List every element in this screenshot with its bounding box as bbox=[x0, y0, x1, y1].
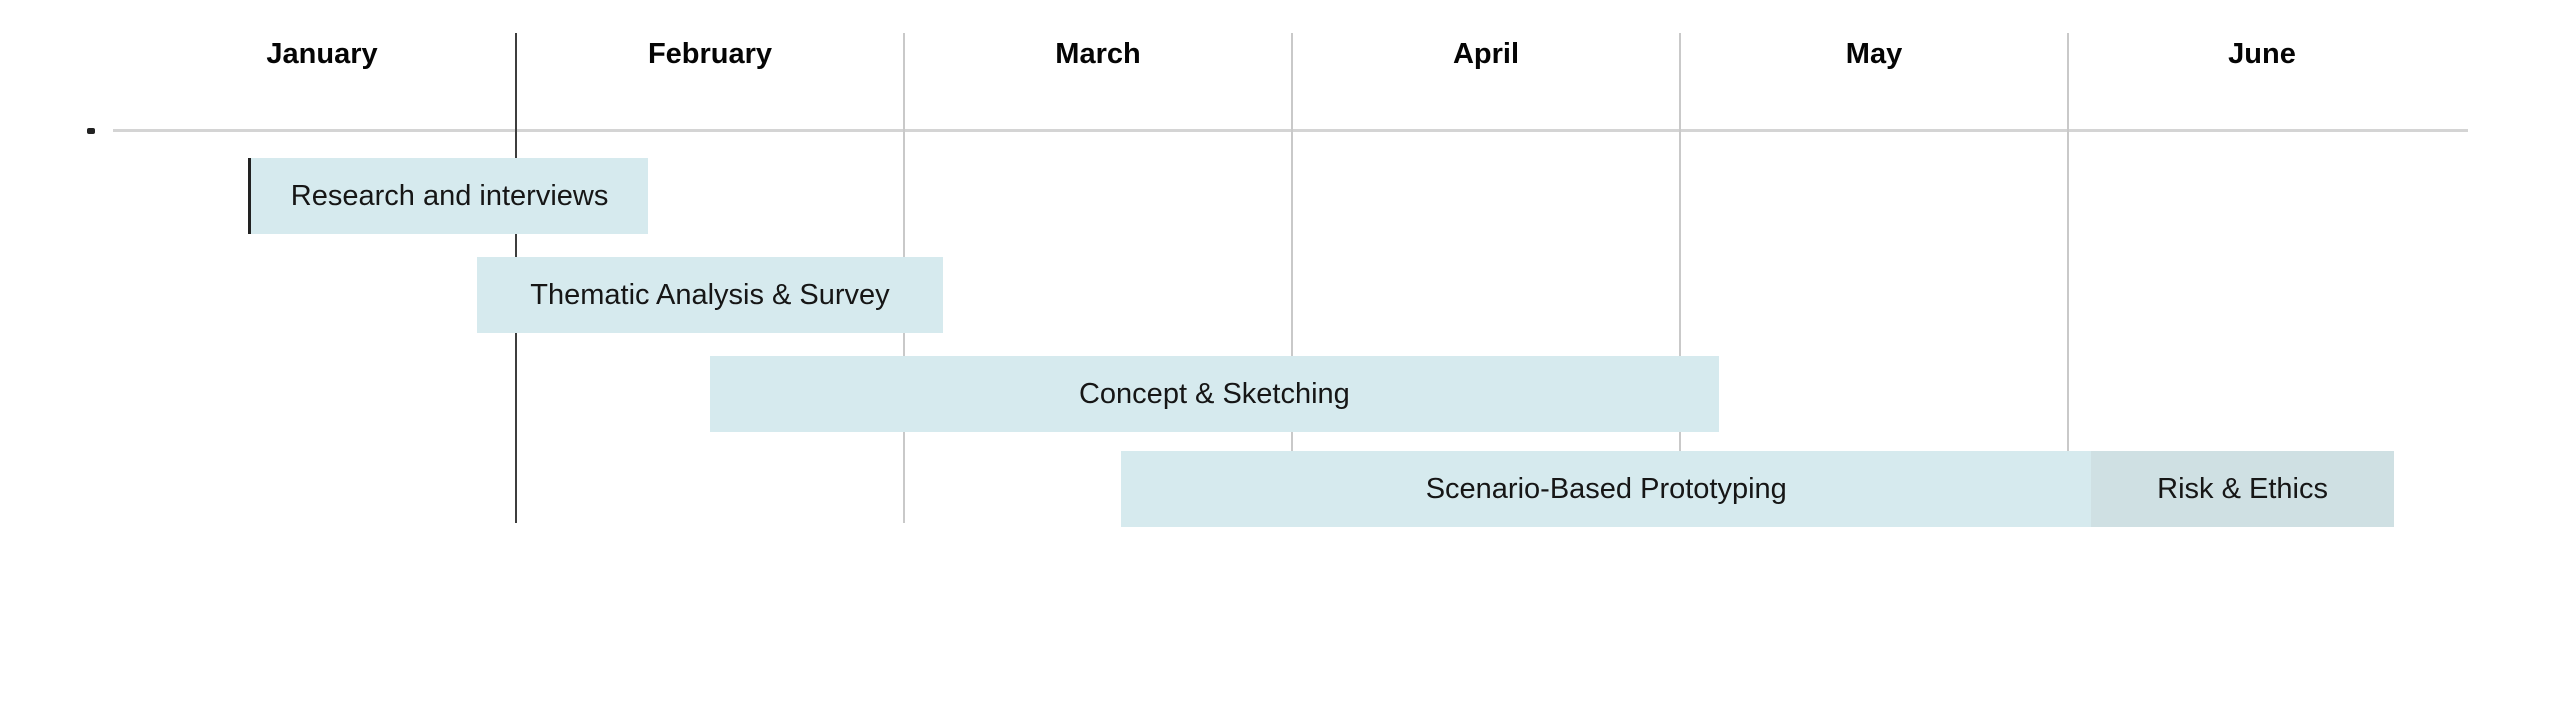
gridline-april bbox=[1291, 33, 1293, 523]
task-bar-thematic-analysis-survey: Thematic Analysis & Survey bbox=[477, 257, 943, 333]
axis-origin-dot bbox=[87, 128, 95, 134]
axis-baseline bbox=[113, 129, 2468, 132]
month-label-february: February bbox=[647, 38, 773, 70]
task-bar-risk-ethics: Risk & Ethics bbox=[2091, 451, 2394, 527]
month-label-april: April bbox=[1452, 38, 1520, 70]
task-label: Concept & Sketching bbox=[1078, 377, 1350, 410]
task-label: Thematic Analysis & Survey bbox=[530, 278, 890, 311]
month-label-may: May bbox=[1845, 38, 1903, 70]
gridline-june bbox=[2067, 33, 2069, 523]
month-label-june: June bbox=[2228, 38, 2296, 70]
gridline-may bbox=[1679, 33, 1681, 523]
task-label: Research and interviews bbox=[290, 179, 609, 212]
month-label-january: January bbox=[266, 38, 378, 70]
task-bar-research-and-interviews: Research and interviews bbox=[248, 158, 648, 234]
month-label-march: March bbox=[1055, 38, 1141, 70]
task-bar-concept-sketching: Concept & Sketching bbox=[710, 356, 1719, 432]
task-label: Scenario-Based Prototyping bbox=[1425, 472, 1787, 505]
task-label: Risk & Ethics bbox=[2157, 472, 2328, 505]
task-bar-scenario-based-prototyping: Scenario-Based Prototyping bbox=[1121, 451, 2092, 527]
